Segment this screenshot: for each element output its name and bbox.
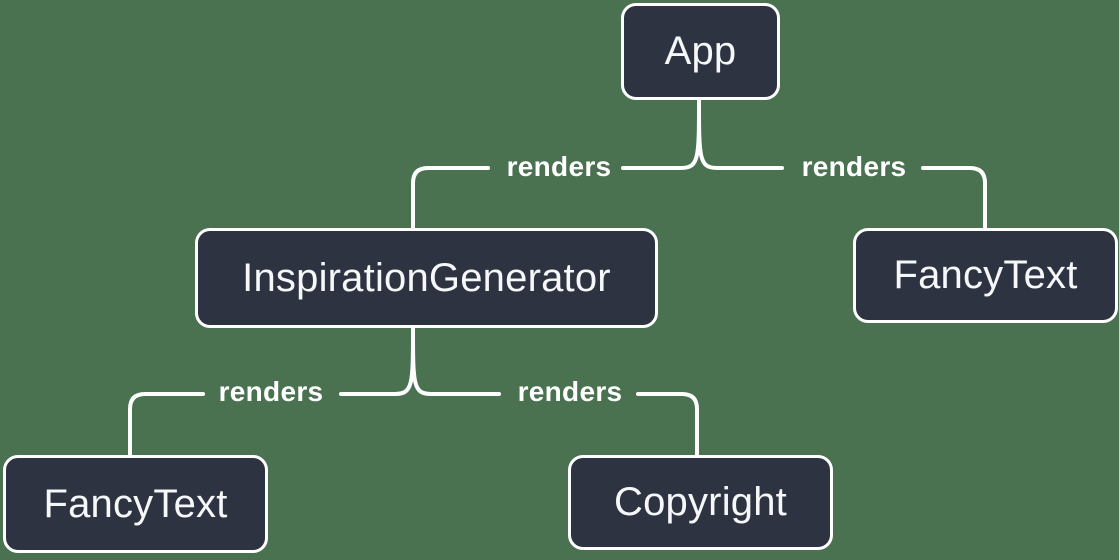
node-app: App: [621, 3, 780, 100]
edge-app-to-fancytext-drop: [921, 166, 987, 231]
edge-app-to-inspirationgenerator-fork: [621, 98, 701, 170]
node-copyright-label: Copyright: [614, 480, 787, 524]
node-fancy-text-bottom-label: FancyText: [43, 481, 228, 526]
node-fancy-text-bottom: FancyText: [3, 455, 268, 553]
edge-ig-to-copyright-fork: [411, 326, 501, 396]
node-inspiration-generator: InspirationGenerator: [195, 228, 658, 328]
node-fancy-text-top-label: FancyText: [893, 253, 1078, 297]
edge-label-renders-ig-fancytext: renders: [218, 376, 324, 407]
edge-label-renders-app-fancytext: renders: [801, 151, 907, 182]
edge-ig-to-fancytext-drop: [128, 392, 205, 458]
node-fancy-text-top: FancyText: [853, 228, 1118, 323]
edge-ig-to-fancytext-fork: [339, 326, 415, 396]
node-app-label: App: [664, 29, 737, 73]
node-inspiration-generator-label: InspirationGenerator: [242, 255, 611, 300]
edge-label-renders-app-ig: renders: [506, 151, 612, 182]
node-copyright: Copyright: [568, 455, 833, 550]
edge-ig-to-copyright-drop: [636, 392, 699, 458]
edge-label-renders-ig-copyright: renders: [517, 376, 623, 407]
edge-app-to-fancytext-fork: [697, 98, 784, 170]
edge-app-to-inspirationgenerator-drop: [411, 166, 490, 231]
